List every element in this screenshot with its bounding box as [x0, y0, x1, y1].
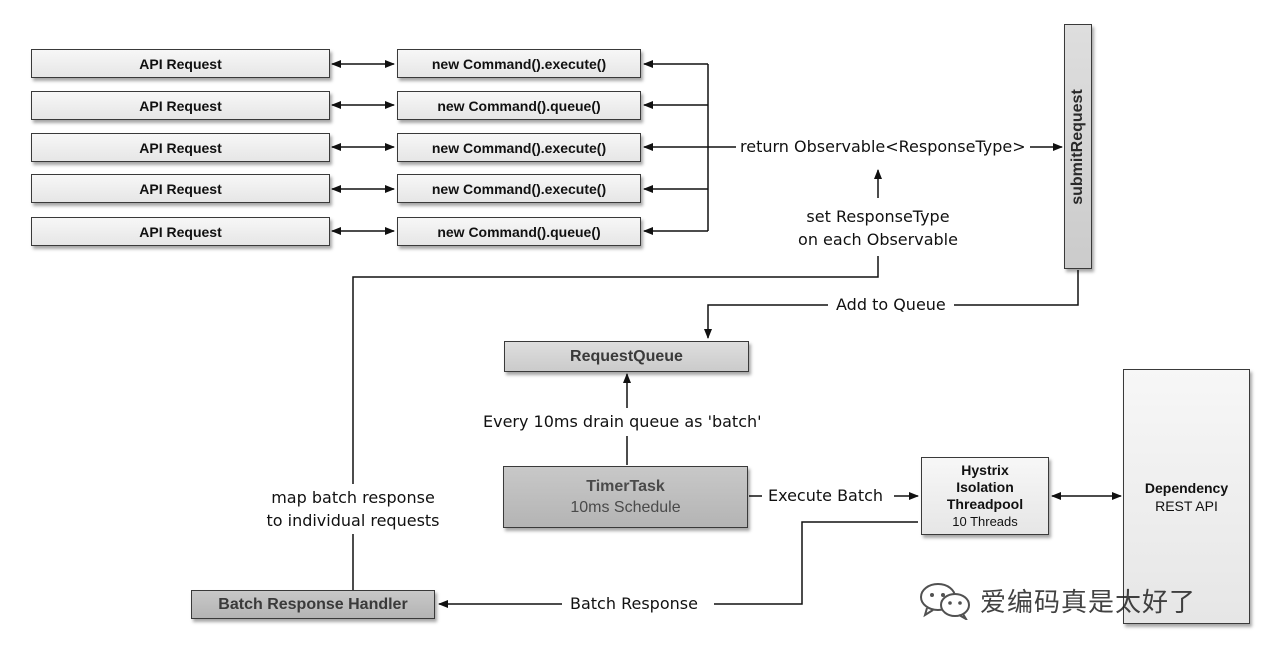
command-box: new Command().execute(): [397, 133, 641, 162]
return-observable-label: return Observable<ResponseType>: [736, 135, 1030, 159]
timer-task-box: TimerTask 10ms Schedule: [503, 466, 748, 528]
watermark-text: 爱编码真是太好了: [980, 587, 1197, 618]
request-queue-box: RequestQueue: [504, 341, 749, 372]
set-response-line: on each Observable: [798, 230, 958, 249]
batch-response-label: Batch Response: [566, 592, 702, 616]
api-request-box: API Request: [31, 174, 330, 203]
api-request-box: API Request: [31, 133, 330, 162]
map-batch-line: map batch response: [271, 488, 435, 507]
map-batch-line: to individual requests: [266, 511, 440, 530]
submit-request-box: submitRequest: [1064, 24, 1092, 269]
threadpool-line: Isolation: [956, 479, 1014, 495]
watermark: 爱编码真是太好了: [918, 580, 1196, 620]
threadpool-threads: 10 Threads: [952, 514, 1018, 529]
dependency-subtitle: REST API: [1155, 497, 1218, 514]
api-request-box: API Request: [31, 91, 330, 120]
timer-task-subtitle: 10ms Schedule: [570, 498, 681, 516]
command-box: new Command().execute(): [397, 174, 641, 203]
submit-request-label: submitRequest: [1069, 88, 1087, 205]
map-batch-label: map batch response to individual request…: [243, 486, 463, 532]
timer-task-title: TimerTask: [586, 477, 665, 495]
set-response-type-label: set ResponseType on each Observable: [780, 205, 976, 251]
add-queue-path: [704, 304, 828, 339]
api-request-box: API Request: [31, 49, 330, 78]
threadpool-box: Hystrix Isolation Threadpool 10 Threads: [921, 457, 1049, 535]
batch-response-handler-box: Batch Response Handler: [191, 590, 435, 619]
map-response-path: [352, 256, 879, 484]
command-box: new Command().execute(): [397, 49, 641, 78]
threadpool-line: Hystrix: [961, 462, 1009, 478]
dependency-title: Dependency: [1144, 479, 1229, 496]
request-queue-label: RequestQueue: [570, 347, 683, 365]
execute-batch-label: Execute Batch: [764, 484, 888, 508]
batch-response-path: [714, 521, 918, 605]
add-queue-path: [954, 270, 1079, 306]
wechat-icon: [920, 583, 970, 620]
command-box: new Command().queue(): [397, 91, 641, 120]
add-to-queue-label: Add to Queue: [832, 293, 950, 317]
command-box: new Command().queue(): [397, 217, 641, 246]
batch-handler-label: Batch Response Handler: [218, 595, 408, 613]
api-request-box: API Request: [31, 217, 330, 246]
drain-queue-label: Every 10ms drain queue as 'batch': [479, 410, 766, 434]
set-response-line: set ResponseType: [806, 207, 950, 226]
dependency-box: Dependency REST API: [1123, 369, 1250, 624]
threadpool-line: Threadpool: [946, 496, 1024, 512]
